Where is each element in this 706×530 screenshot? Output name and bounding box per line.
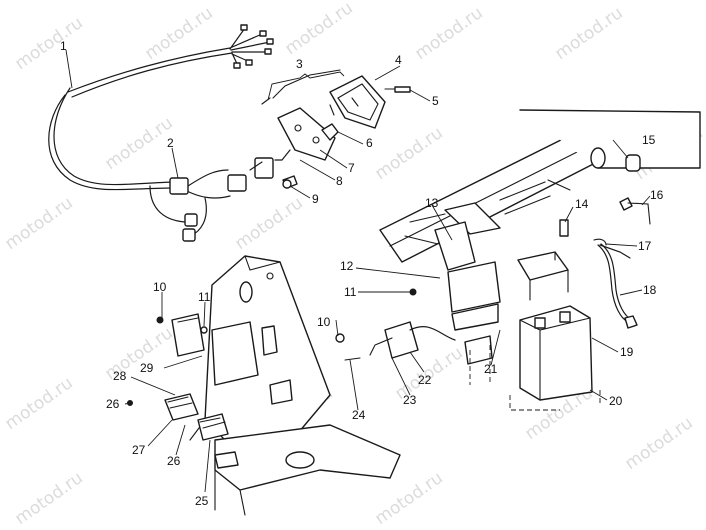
callout-15: 15 bbox=[642, 133, 656, 147]
callout-21: 21 bbox=[484, 362, 498, 376]
watermark: motod.ru bbox=[411, 3, 486, 64]
callout-7: 7 bbox=[348, 161, 355, 175]
callout-13: 13 bbox=[425, 196, 439, 210]
battery bbox=[509, 251, 601, 411]
tail-light-assembly bbox=[261, 69, 411, 189]
callout-29: 29 bbox=[140, 361, 154, 375]
ignition-coil bbox=[335, 288, 456, 361]
callout-10: 10 bbox=[153, 280, 167, 294]
callout-25: 25 bbox=[195, 494, 209, 508]
callout-22: 22 bbox=[418, 373, 432, 387]
callout-28: 28 bbox=[113, 369, 127, 383]
callout-27: 27 bbox=[132, 443, 146, 457]
hardware bbox=[282, 179, 292, 189]
regulator bbox=[156, 313, 208, 357]
watermark: motod.ru bbox=[1, 373, 76, 434]
callouts: 1 2 3 4 5 6 7 8 9 10 11 12 13 14 15 16 1… bbox=[60, 39, 664, 508]
callout-11-frame: 11 bbox=[344, 285, 357, 299]
watermark: motod.ru bbox=[621, 413, 696, 474]
callout-4: 4 bbox=[395, 53, 402, 67]
watermark: motod.ru bbox=[1, 193, 76, 254]
leader-lines bbox=[65, 49, 651, 493]
callout-23: 23 bbox=[403, 393, 417, 407]
lower-frame bbox=[214, 424, 401, 516]
callout-17: 17 bbox=[638, 239, 652, 253]
watermark: motod.ru bbox=[551, 3, 626, 64]
callout-6: 6 bbox=[366, 136, 373, 150]
callout-26-left: 26 bbox=[106, 397, 120, 411]
callout-1: 1 bbox=[60, 39, 67, 53]
callout-26: 26 bbox=[167, 454, 181, 468]
callout-11: 11 bbox=[198, 290, 211, 304]
watermark: motod.ru bbox=[231, 193, 306, 254]
frame-tube bbox=[379, 109, 701, 263]
callout-14: 14 bbox=[575, 197, 589, 211]
watermark: motod.ru bbox=[11, 13, 86, 74]
watermark: motod.ru bbox=[141, 3, 216, 64]
watermark: motod.ru bbox=[371, 123, 446, 184]
callout-8: 8 bbox=[336, 174, 343, 188]
callout-24: 24 bbox=[352, 408, 366, 422]
callout-5: 5 bbox=[432, 94, 439, 108]
callout-18: 18 bbox=[643, 283, 657, 297]
callout-12: 12 bbox=[340, 259, 354, 273]
callout-16: 16 bbox=[650, 188, 664, 202]
callout-3: 3 bbox=[296, 57, 303, 71]
callout-19: 19 bbox=[620, 345, 634, 359]
watermark: motod.ru bbox=[101, 113, 176, 174]
callout-20: 20 bbox=[609, 394, 623, 408]
watermark: motod.ru bbox=[11, 468, 86, 529]
harness-connector bbox=[169, 157, 274, 195]
callout-3-bracket bbox=[267, 71, 345, 101]
callout-2: 2 bbox=[167, 136, 174, 150]
battery-bracket bbox=[434, 221, 501, 385]
fuse-blocks bbox=[127, 393, 239, 469]
callout-10-coil: 10 bbox=[317, 315, 331, 329]
battery-cables bbox=[559, 154, 651, 329]
callout-9: 9 bbox=[312, 192, 319, 206]
wire-harness bbox=[48, 24, 274, 242]
watermark: motod.ru bbox=[281, 0, 356, 59]
